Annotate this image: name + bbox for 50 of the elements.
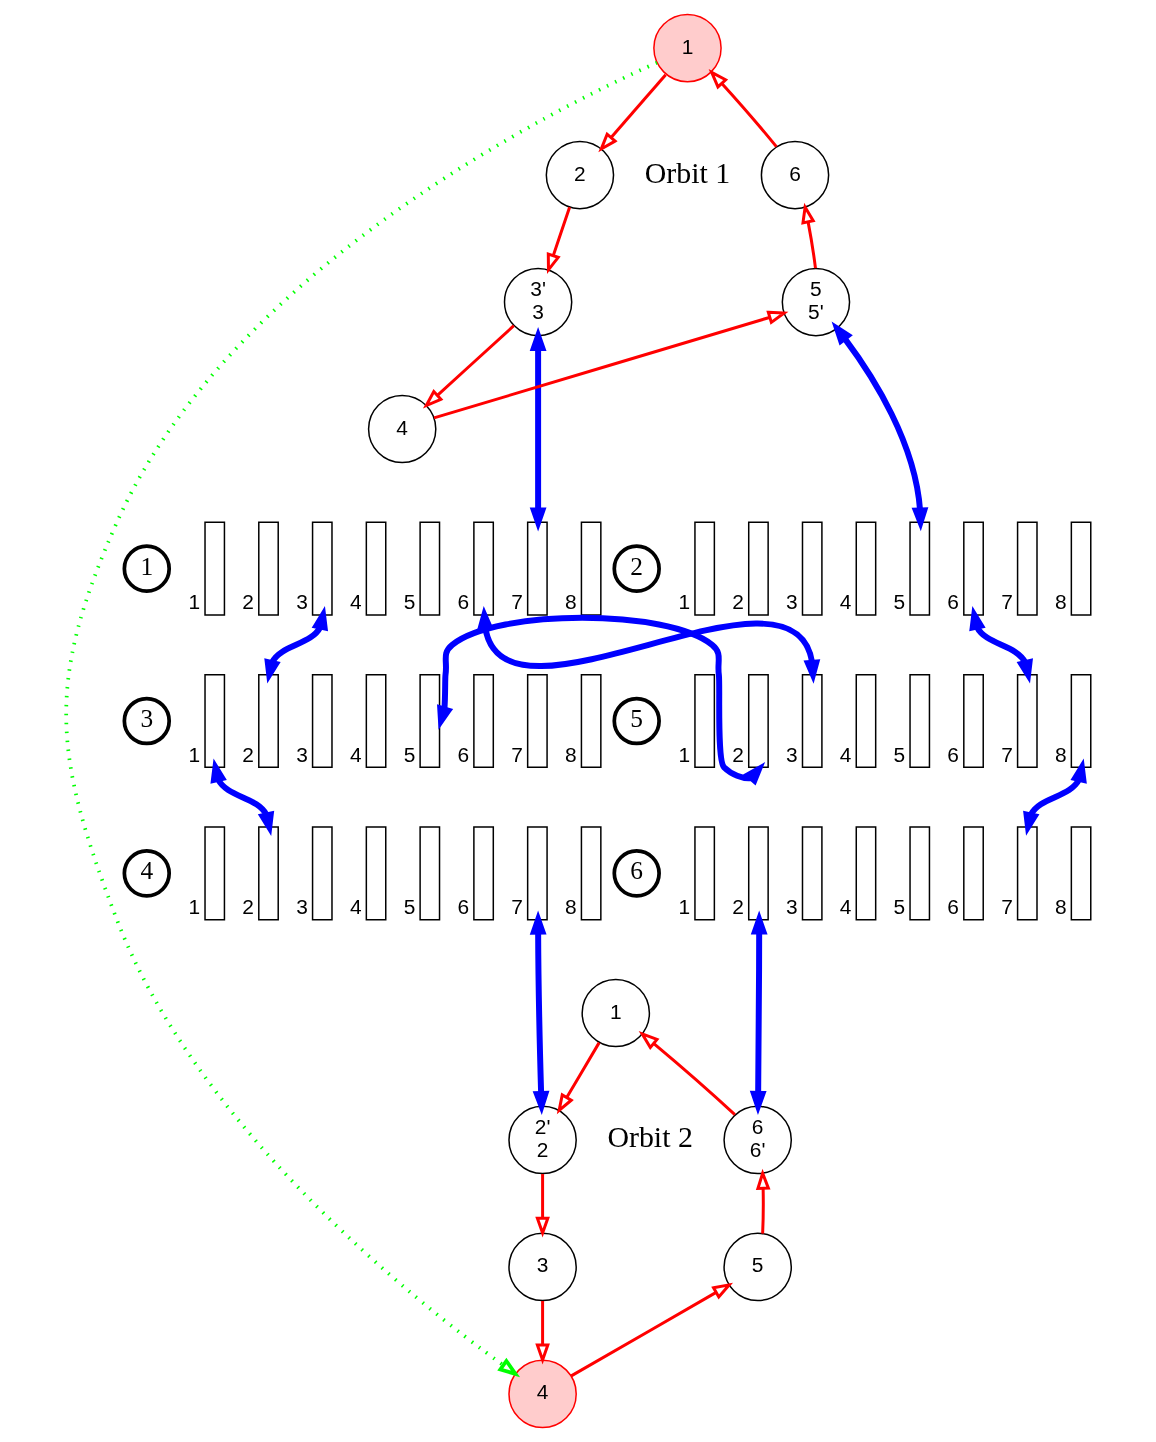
node-label: 5 bbox=[893, 590, 906, 614]
node-label: 3 bbox=[296, 590, 308, 614]
node-label: 5 bbox=[403, 742, 416, 766]
node-label: 1 bbox=[188, 742, 201, 766]
node-label: 4 bbox=[839, 742, 852, 766]
node-label: 6 bbox=[457, 590, 470, 614]
node-label: 6 bbox=[947, 742, 960, 766]
node-label: 8 bbox=[1054, 590, 1067, 614]
node-label: 6 bbox=[457, 894, 470, 918]
node-label: 2 bbox=[242, 590, 254, 614]
node-label: 7 bbox=[1001, 742, 1013, 766]
node-label: 3 bbox=[786, 742, 798, 766]
node-label: 1 bbox=[678, 894, 691, 918]
node-label: 6 bbox=[947, 894, 960, 918]
label: Orbit 2 bbox=[607, 1120, 693, 1154]
node-label: 8 bbox=[1054, 742, 1067, 766]
node-label: 4 bbox=[349, 742, 362, 766]
node-label: 1 bbox=[678, 742, 691, 766]
node-label: 5 bbox=[893, 894, 906, 918]
node-label: 4 bbox=[349, 590, 362, 614]
node-label: 5 bbox=[403, 894, 416, 918]
node-label: 8 bbox=[565, 590, 577, 614]
node-label: 7 bbox=[511, 894, 523, 918]
label: Orbit 1 bbox=[644, 155, 731, 189]
node-label: 2 bbox=[242, 894, 254, 918]
node-label: 1 bbox=[188, 590, 201, 614]
node-label: 4 bbox=[349, 894, 362, 918]
node-label: 7 bbox=[1001, 590, 1013, 614]
node-label: 1 bbox=[188, 894, 201, 918]
node-label: 1 bbox=[678, 590, 691, 614]
node-label: 5 bbox=[403, 590, 416, 614]
node-label: 7 bbox=[1001, 894, 1013, 918]
node-label: 8 bbox=[1054, 894, 1067, 918]
node-label: 3 bbox=[786, 590, 798, 614]
node-label: 2 bbox=[732, 742, 744, 766]
node-label: 2 bbox=[732, 894, 744, 918]
node-label: 3 bbox=[296, 742, 308, 766]
node-label: 7 bbox=[511, 742, 523, 766]
node-label: 6 bbox=[457, 742, 470, 766]
node-label: 8 bbox=[565, 894, 577, 918]
node-label: 6 bbox=[947, 590, 960, 614]
node-label: 2 bbox=[242, 742, 254, 766]
node-label: 7 bbox=[511, 590, 523, 614]
node-label: 3 bbox=[786, 894, 798, 918]
node-label: 8 bbox=[565, 742, 577, 766]
node-label: 4 bbox=[839, 894, 852, 918]
node-label: 5 bbox=[893, 742, 906, 766]
node-label: 3 bbox=[296, 894, 308, 918]
node-label: 4 bbox=[839, 590, 852, 614]
node-label: 2 bbox=[732, 590, 744, 614]
